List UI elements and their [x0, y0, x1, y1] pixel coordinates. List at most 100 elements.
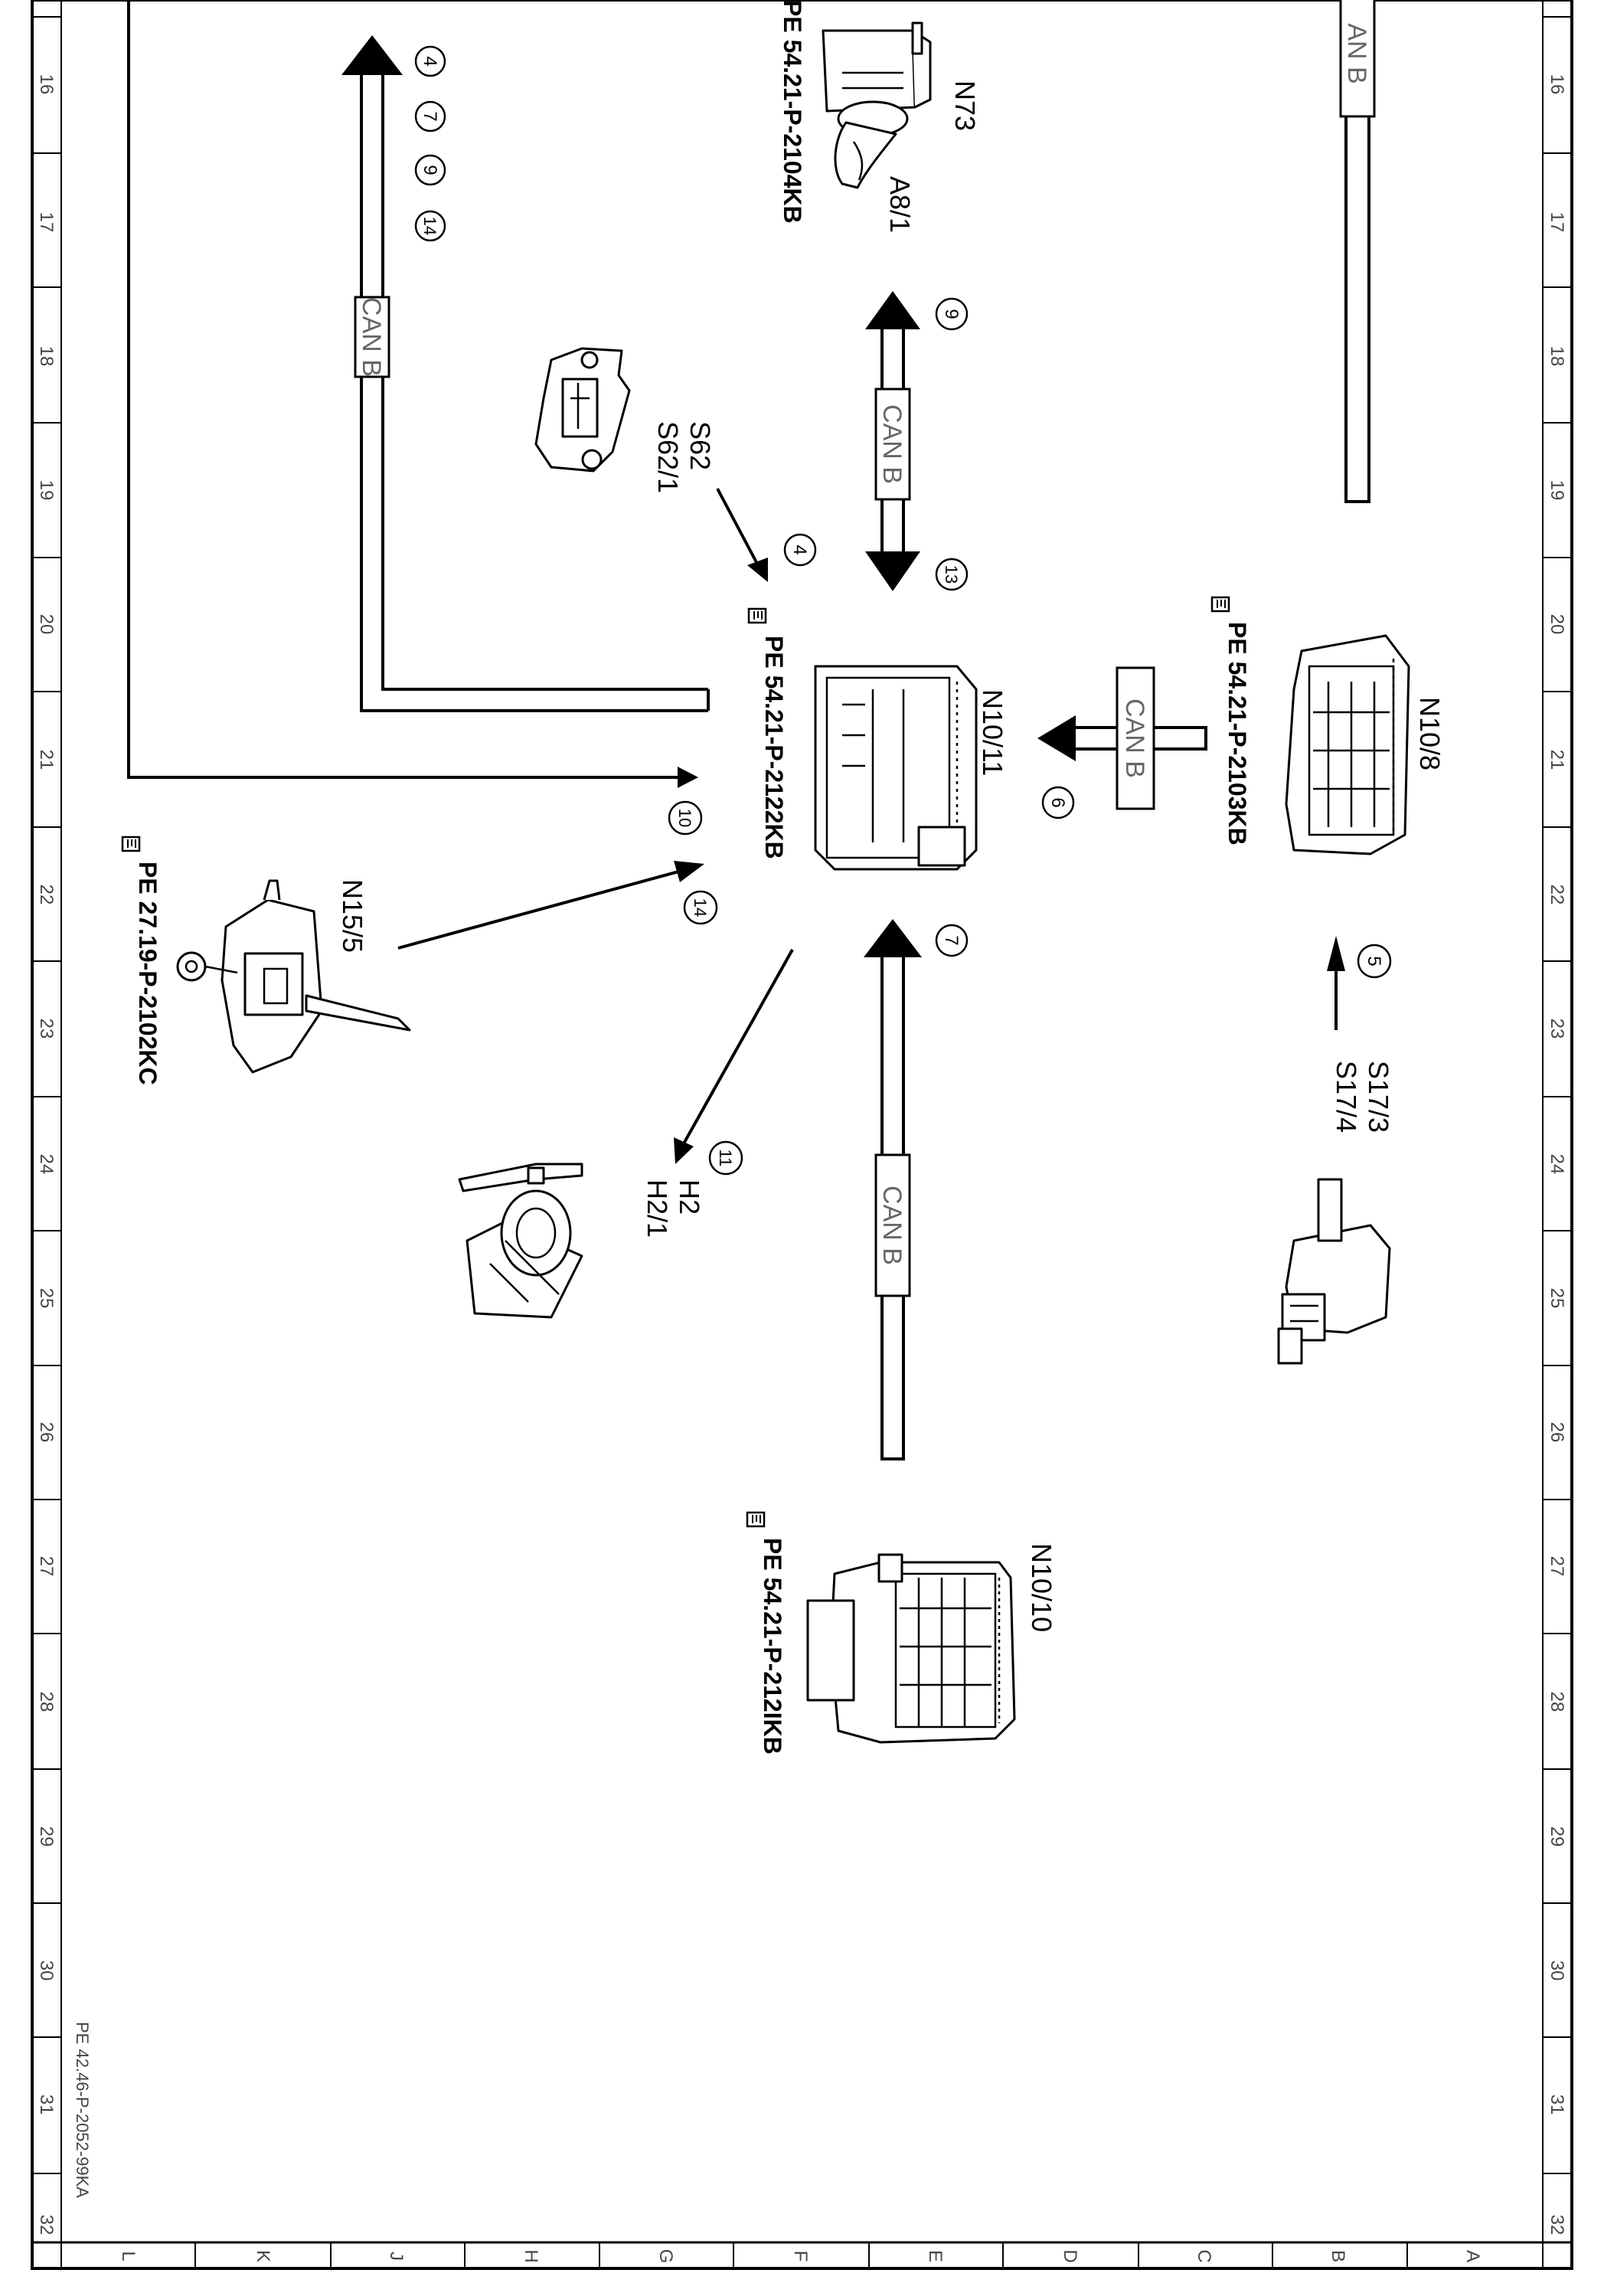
- row-number-31: 31: [36, 2095, 57, 2115]
- column-letter-E: E: [925, 2250, 946, 2262]
- ref-n10-8: PE 54.21-P-2103KB: [1223, 622, 1251, 845]
- row-number-16-right: 16: [1547, 74, 1567, 95]
- circle-number: 7: [420, 111, 440, 121]
- can-b-label-center-top: CAN B: [877, 404, 907, 484]
- canb-arrowhead-6: [1037, 715, 1076, 761]
- n10-10-module-drawing: [806, 1553, 1016, 1744]
- row-number-32-right: 32: [1547, 2215, 1567, 2235]
- column-letter-labels: L K J H G F E D C B A: [118, 2249, 1483, 2264]
- row-number-29-right: 29: [1547, 1827, 1567, 1847]
- wire-n15-feed: [127, 0, 678, 779]
- canb-bus-left-outer: [360, 69, 708, 712]
- circle-number: 14: [420, 217, 439, 235]
- circle-number: 10: [675, 809, 694, 827]
- wire-arrowhead-10: [678, 767, 698, 788]
- label-n10-11: N10/11: [977, 689, 1008, 776]
- row-number-23: 23: [36, 1019, 57, 1039]
- label-h2: H2: [674, 1179, 705, 1215]
- label-a8-1: A8/1: [884, 176, 916, 233]
- wires: [127, 0, 1370, 1460]
- row-number-26-right: 26: [1547, 1422, 1567, 1443]
- row-number-26: 26: [36, 1422, 57, 1443]
- row-number-27-right: 27: [1547, 1556, 1567, 1577]
- can-b-label-n10-8: CAN B: [1120, 698, 1149, 778]
- label-n10-10: N10/10: [1026, 1543, 1057, 1632]
- circle-number: 14: [691, 898, 710, 917]
- column-letter-B: B: [1328, 2250, 1348, 2262]
- can-b-label-center-bottom: CAN B: [877, 1186, 907, 1265]
- label-s17-3: S17/3: [1363, 1061, 1394, 1133]
- column-letter-K: K: [253, 2250, 273, 2262]
- row-number-29: 29: [36, 1827, 57, 1847]
- label-s17-4: S17/4: [1331, 1061, 1362, 1133]
- column-letter-L: L: [118, 2251, 139, 2261]
- circle-number: 6: [1047, 797, 1068, 807]
- column-letter-A: A: [1462, 2250, 1483, 2262]
- circle-number: 5: [1364, 956, 1384, 966]
- document-code: PE 42.46-P-2052-99KA: [73, 2022, 92, 2198]
- n15-5-selector-drawing: [176, 879, 411, 1074]
- reference-circles: 4 7 9 14 9 4 13 6 10 14 7 11 5: [414, 45, 1392, 1176]
- n10-11-module-drawing: [814, 665, 978, 871]
- n10-8-module-drawing: [1285, 634, 1410, 855]
- row-number-16: 16: [36, 74, 57, 95]
- ref-n15-5: PE 27.19-P-2102KC: [134, 862, 162, 1085]
- ref-n10-10: PE 54.21-P-212IKB: [759, 1538, 786, 1755]
- row-number-31-right: 31: [1547, 2095, 1567, 2115]
- column-letter-F: F: [790, 2251, 811, 2262]
- row-number-19: 19: [36, 480, 57, 501]
- row-number-28: 28: [36, 1692, 57, 1712]
- row-number-20-right: 20: [1547, 614, 1567, 635]
- circle-number: 13: [942, 565, 961, 584]
- row-number-21-right: 21: [1547, 750, 1567, 770]
- ignition-switch-drawing: [822, 21, 932, 189]
- s62-switch-drawing: [534, 347, 631, 473]
- label-n15-5: N15/5: [337, 879, 368, 953]
- circle-number: 4: [789, 545, 810, 554]
- ref-n10-11: PE 54.21-P-2122KB: [760, 636, 788, 859]
- row-number-17: 17: [36, 212, 57, 233]
- row-number-22: 22: [36, 885, 57, 905]
- row-number-32: 32: [36, 2215, 57, 2235]
- row-number-24: 24: [36, 1154, 57, 1175]
- canb-arrowhead-up: [341, 35, 403, 75]
- circle-number: 9: [941, 309, 962, 319]
- row-number-25-right: 25: [1547, 1288, 1567, 1309]
- circle-number: 4: [420, 56, 440, 66]
- row-number-25: 25: [36, 1288, 57, 1309]
- row-number-24-right: 24: [1547, 1154, 1567, 1175]
- h2-horn-drawing: [458, 1163, 583, 1319]
- label-n73: N73: [949, 80, 981, 131]
- row-number-28-right: 28: [1547, 1692, 1567, 1712]
- row-number-20: 20: [36, 614, 57, 635]
- column-letter-D: D: [1060, 2249, 1080, 2262]
- ref-n73: PE 54.21-P-2104KB: [779, 0, 806, 224]
- row-number-18: 18: [36, 346, 57, 367]
- canb-bus-left-inner: [381, 69, 708, 691]
- component-labels: N73 A8/1 PE 54.21-P-2104KB S62 S62/1 N10…: [121, 0, 1446, 1755]
- label-s62-1: S62/1: [652, 421, 684, 493]
- s17-switch-drawing: [1277, 1178, 1391, 1365]
- circle-number: 11: [716, 1150, 735, 1167]
- canb-arrowhead-7: [864, 919, 922, 957]
- label-s62: S62: [684, 421, 716, 470]
- row-number-19-right: 19: [1547, 480, 1567, 501]
- row-number-27: 27: [36, 1556, 57, 1577]
- row-number-18-right: 18: [1547, 346, 1567, 367]
- can-b-labels: CAN B CAN B CAN B CAN B AN B: [354, 0, 1376, 1297]
- row-number-30: 30: [36, 1961, 57, 1981]
- column-letter-C: C: [1194, 2249, 1214, 2262]
- circle-number: 9: [420, 165, 440, 175]
- canb-arrowhead-13: [865, 551, 920, 591]
- can-b-label-top-right: AN B: [1342, 23, 1371, 83]
- label-n10-8: N10/8: [1414, 697, 1446, 770]
- circle-number: 7: [941, 935, 962, 945]
- row-number-22-right: 22: [1547, 885, 1567, 905]
- row-number-17-right: 17: [1547, 212, 1567, 233]
- column-letter-H: H: [521, 2249, 541, 2262]
- row-number-30-right: 30: [1547, 1961, 1567, 1981]
- row-number-21: 21: [36, 750, 57, 770]
- row-number-labels: 16 17 18 19 20 21 22 23 24 25 26 27 28 2…: [36, 74, 1567, 2235]
- can-b-label-left: CAN B: [357, 297, 386, 377]
